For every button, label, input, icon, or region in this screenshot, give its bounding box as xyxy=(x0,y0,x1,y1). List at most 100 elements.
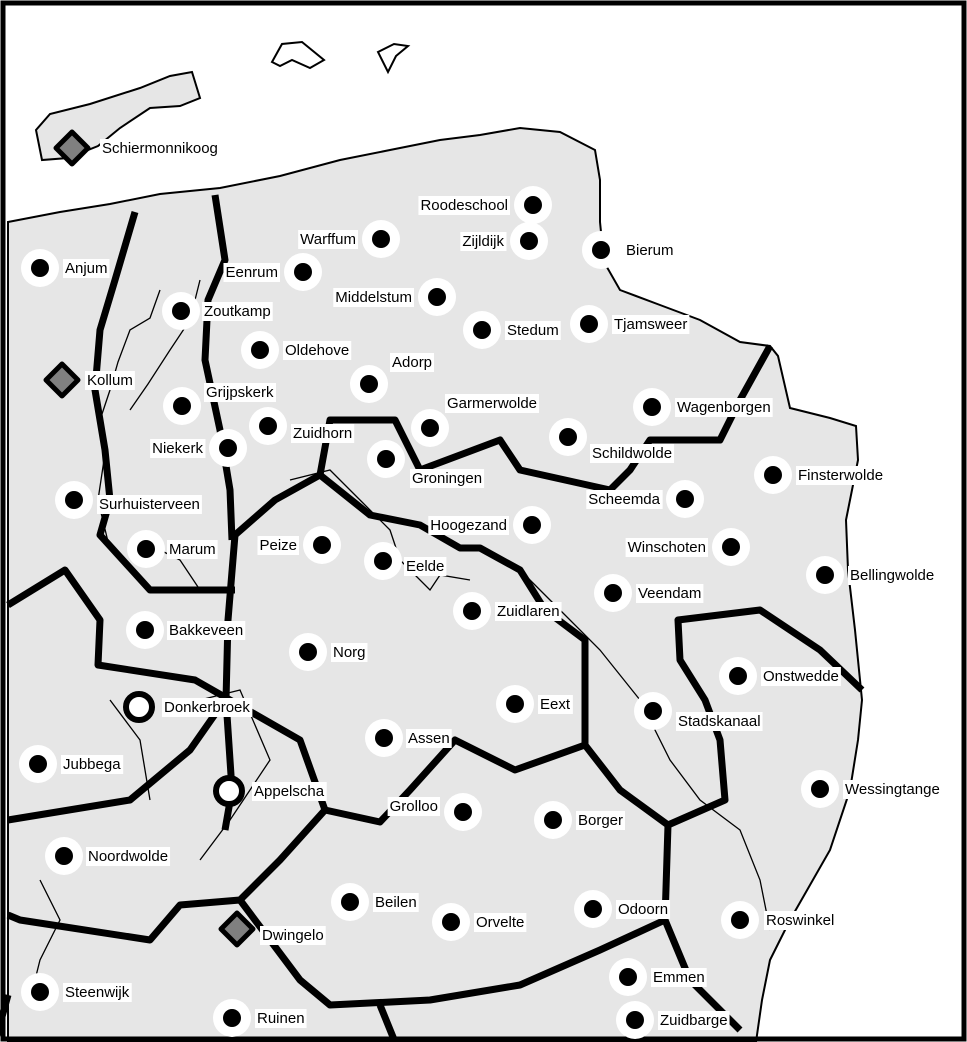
place-niekerk[interactable]: Niekerk xyxy=(150,429,247,467)
label-background xyxy=(590,444,675,463)
place-schiermonnikoog[interactable]: Schiermonnikoog xyxy=(53,129,220,167)
place-winschoten[interactable]: Winschoten xyxy=(625,528,750,566)
place-onstwedde[interactable]: Onstwedde xyxy=(719,657,841,695)
label-background xyxy=(764,911,837,930)
place-roodeschool[interactable]: Roodeschool xyxy=(418,186,552,224)
place-bierum[interactable]: Bierum xyxy=(582,231,676,269)
label-background xyxy=(97,495,202,514)
label-background xyxy=(624,241,676,260)
place-orvelte[interactable]: Orvelte xyxy=(432,903,527,941)
diamond-icon xyxy=(53,129,91,167)
place-eext[interactable]: Eext xyxy=(496,685,573,723)
place-wagenborgen[interactable]: Wagenborgen xyxy=(633,388,773,426)
place-label: Stedum xyxy=(507,322,559,339)
place-dwingelo[interactable]: Dwingelo xyxy=(218,910,326,948)
town-dot-icon xyxy=(722,538,740,556)
place-warffum[interactable]: Warffum xyxy=(298,220,400,258)
place-grijpskerk[interactable]: Grijpskerk xyxy=(163,383,277,425)
place-wessingtange[interactable]: Wessingtange xyxy=(801,770,942,808)
place-jubbega[interactable]: Jubbega xyxy=(19,745,124,783)
place-noordwolde[interactable]: Noordwolde xyxy=(45,837,171,875)
place-label: Zuidlaren xyxy=(497,603,560,620)
place-label: Surhuisterveen xyxy=(99,496,200,513)
place-roswinkel[interactable]: Roswinkel xyxy=(721,901,837,939)
place-zoutkamp[interactable]: Zoutkamp xyxy=(162,292,273,330)
place-kollum[interactable]: Kollum xyxy=(43,361,135,399)
town-dot-icon xyxy=(219,439,237,457)
place-odoorn[interactable]: Odoorn xyxy=(574,890,671,928)
place-label: Emmen xyxy=(653,969,705,986)
place-finsterwolde[interactable]: Finsterwolde xyxy=(754,456,886,494)
place-label: Schiermonnikoog xyxy=(102,140,218,157)
place-tjamsweer[interactable]: Tjamsweer xyxy=(570,305,690,343)
place-bellingwolde[interactable]: Bellingwolde xyxy=(806,556,937,594)
label-background xyxy=(63,259,110,278)
label-background xyxy=(223,263,280,282)
town-dot-icon xyxy=(377,450,395,468)
town-dot-icon xyxy=(523,516,541,534)
place-appelscha[interactable]: Appelscha xyxy=(213,775,327,807)
town-dot-icon xyxy=(520,232,538,250)
place-label: Garmerwolde xyxy=(447,395,537,412)
place-norg[interactable]: Norg xyxy=(289,633,368,671)
label-background xyxy=(86,847,171,866)
place-label: Warffum xyxy=(300,231,356,248)
place-label: Bellingwolde xyxy=(850,567,934,584)
diamond-icon xyxy=(218,910,256,948)
place-adorp[interactable]: Adorp xyxy=(350,353,435,403)
place-beilen[interactable]: Beilen xyxy=(331,883,419,921)
place-steenwijk[interactable]: Steenwijk xyxy=(21,973,132,1011)
place-label: Hoogezand xyxy=(430,517,507,534)
place-zuidbarge[interactable]: Zuidbarge xyxy=(616,1001,730,1039)
place-scheemda[interactable]: Scheemda xyxy=(586,480,704,518)
place-borger[interactable]: Borger xyxy=(534,801,626,839)
place-veendam[interactable]: Veendam xyxy=(594,574,704,612)
place-peize[interactable]: Peize xyxy=(257,526,341,564)
town-dot-icon xyxy=(173,397,191,415)
place-label: Finsterwolde xyxy=(798,467,883,484)
place-groningen[interactable]: Groningen xyxy=(367,440,485,488)
place-schildwolde[interactable]: Schildwolde xyxy=(549,418,675,463)
label-background xyxy=(85,371,135,390)
place-marum[interactable]: Marum xyxy=(127,530,218,568)
open-circle-icon xyxy=(123,691,155,723)
place-donkerbroek[interactable]: Donkerbroek xyxy=(123,691,253,723)
place-label: Appelscha xyxy=(254,783,325,800)
label-background xyxy=(255,1009,307,1028)
place-label: Wagenborgen xyxy=(677,399,771,416)
place-label: Tjamsweer xyxy=(614,316,687,333)
place-eelde[interactable]: Eelde xyxy=(364,542,447,580)
town-dot-icon xyxy=(580,315,598,333)
place-surhuisterveen[interactable]: Surhuisterveen xyxy=(55,481,202,519)
town-dot-icon xyxy=(375,729,393,747)
place-hoogezand[interactable]: Hoogezand xyxy=(428,506,551,544)
place-eenrum[interactable]: Eenrum xyxy=(223,253,322,291)
place-grolloo[interactable]: Grolloo xyxy=(387,793,482,831)
place-ruinen[interactable]: Ruinen xyxy=(213,999,307,1037)
place-stadskanaal[interactable]: Stadskanaal xyxy=(634,692,763,731)
label-background xyxy=(843,780,942,799)
town-dot-icon xyxy=(442,913,460,931)
place-stedum[interactable]: Stedum xyxy=(463,311,561,349)
place-zuidlaren[interactable]: Zuidlaren xyxy=(453,592,562,630)
place-oldehove[interactable]: Oldehove xyxy=(241,331,352,369)
town-dot-icon xyxy=(584,900,602,918)
place-garmerwolde[interactable]: Garmerwolde xyxy=(411,394,540,447)
town-dot-icon xyxy=(31,983,49,1001)
place-assen[interactable]: Assen xyxy=(365,719,452,757)
label-background xyxy=(373,893,419,912)
place-bakkeveen[interactable]: Bakkeveen xyxy=(126,611,246,649)
label-background xyxy=(204,383,277,402)
label-background xyxy=(460,232,507,251)
label-background xyxy=(586,490,663,509)
label-background xyxy=(260,926,326,945)
place-anjum[interactable]: Anjum xyxy=(21,249,110,287)
town-dot-icon xyxy=(454,803,472,821)
place-emmen[interactable]: Emmen xyxy=(609,958,707,996)
town-dot-icon xyxy=(643,398,661,416)
place-label: Bakkeveen xyxy=(169,622,243,639)
place-zijldijk[interactable]: Zijldijk xyxy=(460,222,548,260)
place-zuidhorn[interactable]: Zuidhorn xyxy=(249,407,355,445)
place-middelstum[interactable]: Middelstum xyxy=(333,278,456,316)
